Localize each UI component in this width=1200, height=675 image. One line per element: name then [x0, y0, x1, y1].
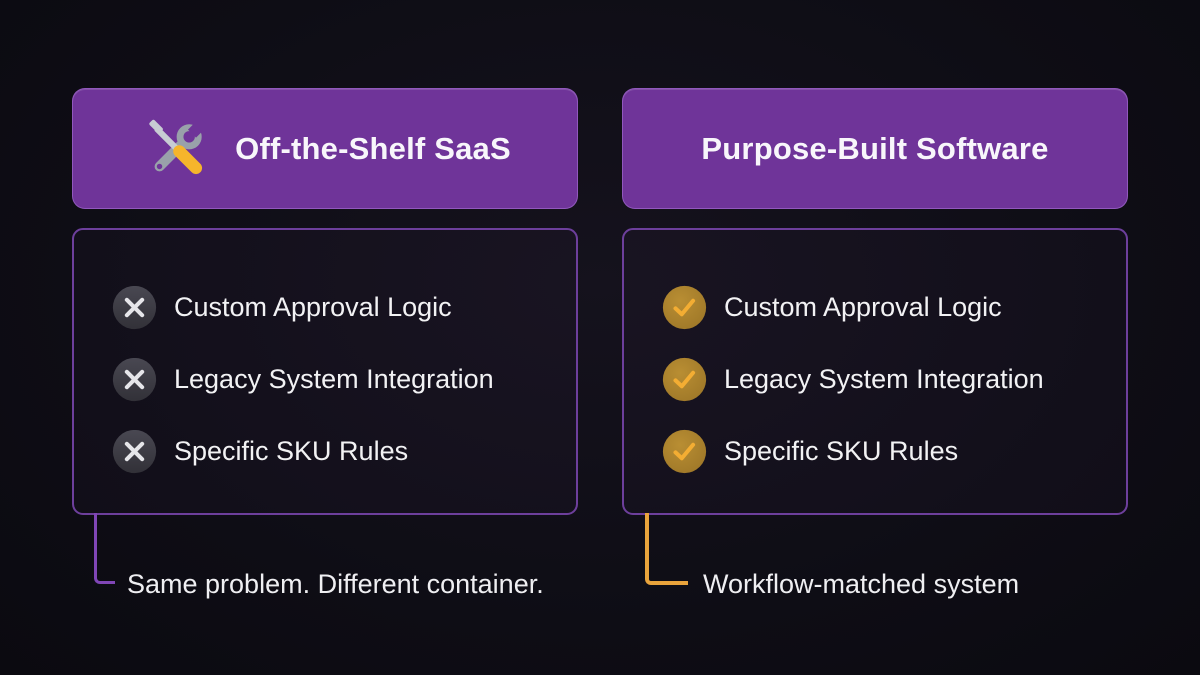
saas-feature-box: Custom Approval Logic Legacy System Inte… — [72, 228, 578, 515]
list-item: Custom Approval Logic — [662, 285, 1126, 330]
check-icon — [662, 357, 707, 402]
list-item: Legacy System Integration — [112, 357, 576, 402]
saas-header-title: Off-the-Shelf SaaS — [235, 130, 511, 166]
saas-footnote: Same problem. Different container. — [127, 569, 544, 599]
list-item: Custom Approval Logic — [112, 285, 576, 330]
feature-label: Custom Approval Logic — [174, 292, 452, 322]
check-icon — [662, 429, 707, 474]
purpose-built-header-title: Purpose-Built Software — [701, 130, 1049, 166]
feature-label: Specific SKU Rules — [724, 436, 959, 466]
list-item: Specific SKU Rules — [662, 429, 1126, 474]
purpose-built-header: Purpose-Built Software — [622, 88, 1128, 209]
list-item: Legacy System Integration — [662, 357, 1126, 402]
list-item: Specific SKU Rules — [112, 429, 576, 474]
saas-header: Off-the-Shelf SaaS — [72, 88, 578, 209]
cross-icon — [112, 429, 157, 474]
purpose-built-connector-line — [645, 513, 688, 585]
tools-icon — [139, 111, 215, 187]
feature-label: Custom Approval Logic — [724, 292, 1002, 322]
feature-label: Specific SKU Rules — [174, 436, 409, 466]
feature-label: Legacy System Integration — [724, 364, 1044, 394]
saas-connector-line — [94, 513, 115, 584]
cross-icon — [112, 285, 157, 330]
cross-icon — [112, 357, 157, 402]
purpose-built-feature-box: Custom Approval Logic Legacy System Inte… — [622, 228, 1128, 515]
purpose-built-footnote: Workflow-matched system — [703, 569, 1020, 599]
check-icon — [662, 285, 707, 330]
feature-label: Legacy System Integration — [174, 364, 494, 394]
